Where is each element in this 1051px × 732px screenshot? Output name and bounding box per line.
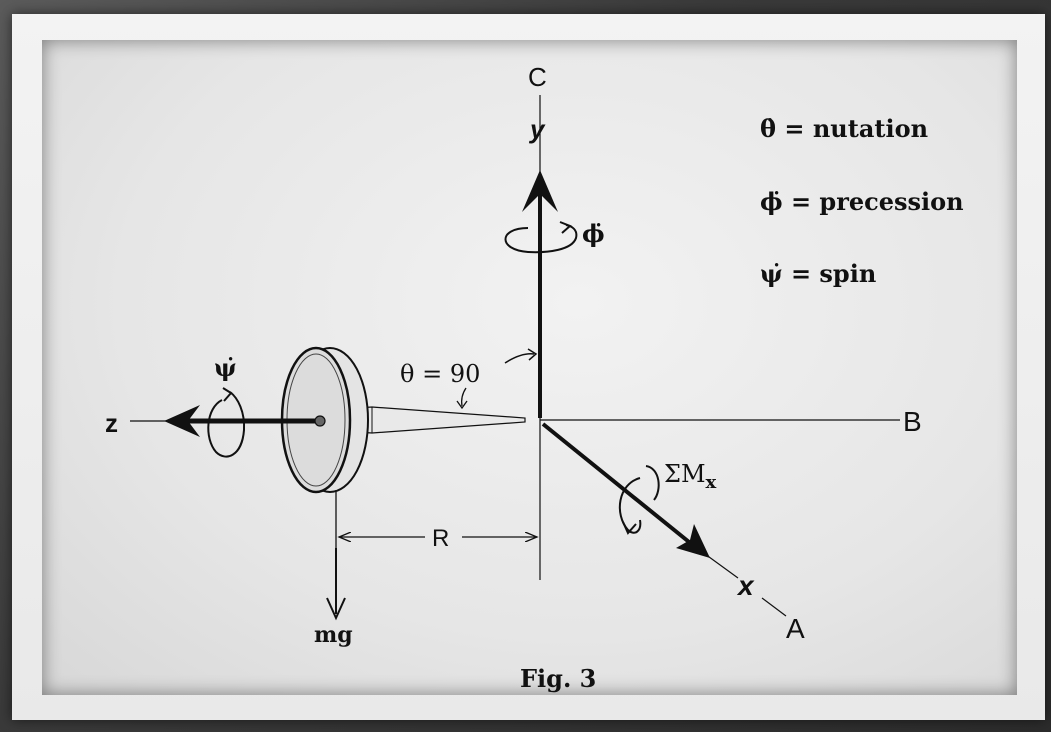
picture-frame [12, 14, 1045, 720]
precession-rotation-icon [504, 224, 578, 254]
b-axis-label: B [903, 406, 922, 437]
legend-precession: ϕ̇ = precession [760, 187, 964, 216]
spin-rotation-icon [207, 391, 246, 458]
moment-rotation-icon [619, 477, 642, 534]
x-axis-label: x [736, 570, 755, 601]
y-axis-label: y [528, 114, 546, 144]
theta-pointer [460, 387, 467, 407]
x-arrowhead [676, 524, 710, 558]
theta-label: θ = 90 [400, 360, 480, 388]
y-arrowhead [522, 170, 558, 212]
sum-moment-subscript: x [706, 472, 717, 493]
x-axis-thin [704, 553, 739, 579]
phi-dot-label: ϕ̇ [582, 219, 605, 248]
a-axis-label: A [786, 613, 805, 644]
weight-label: mg [314, 622, 353, 648]
r-dimension-label: R [432, 525, 449, 552]
diagram-panel [42, 40, 1017, 695]
legend-spin: ψ̇ = spin [760, 259, 876, 288]
figure-caption: Fig. 3 [520, 664, 596, 693]
psi-dot-label: ψ̇ [214, 353, 237, 382]
z-arrowhead [164, 405, 200, 437]
a-axis-thin [761, 597, 787, 617]
z-axis-label: z [105, 408, 118, 438]
x-axis-bold [541, 422, 696, 548]
legend-nutation: θ̇ = nutation [760, 114, 928, 143]
theta-angle-arrow [504, 353, 535, 364]
c-axis-label: C [528, 62, 547, 92]
sum-moment-label: ΣMx [664, 460, 717, 493]
